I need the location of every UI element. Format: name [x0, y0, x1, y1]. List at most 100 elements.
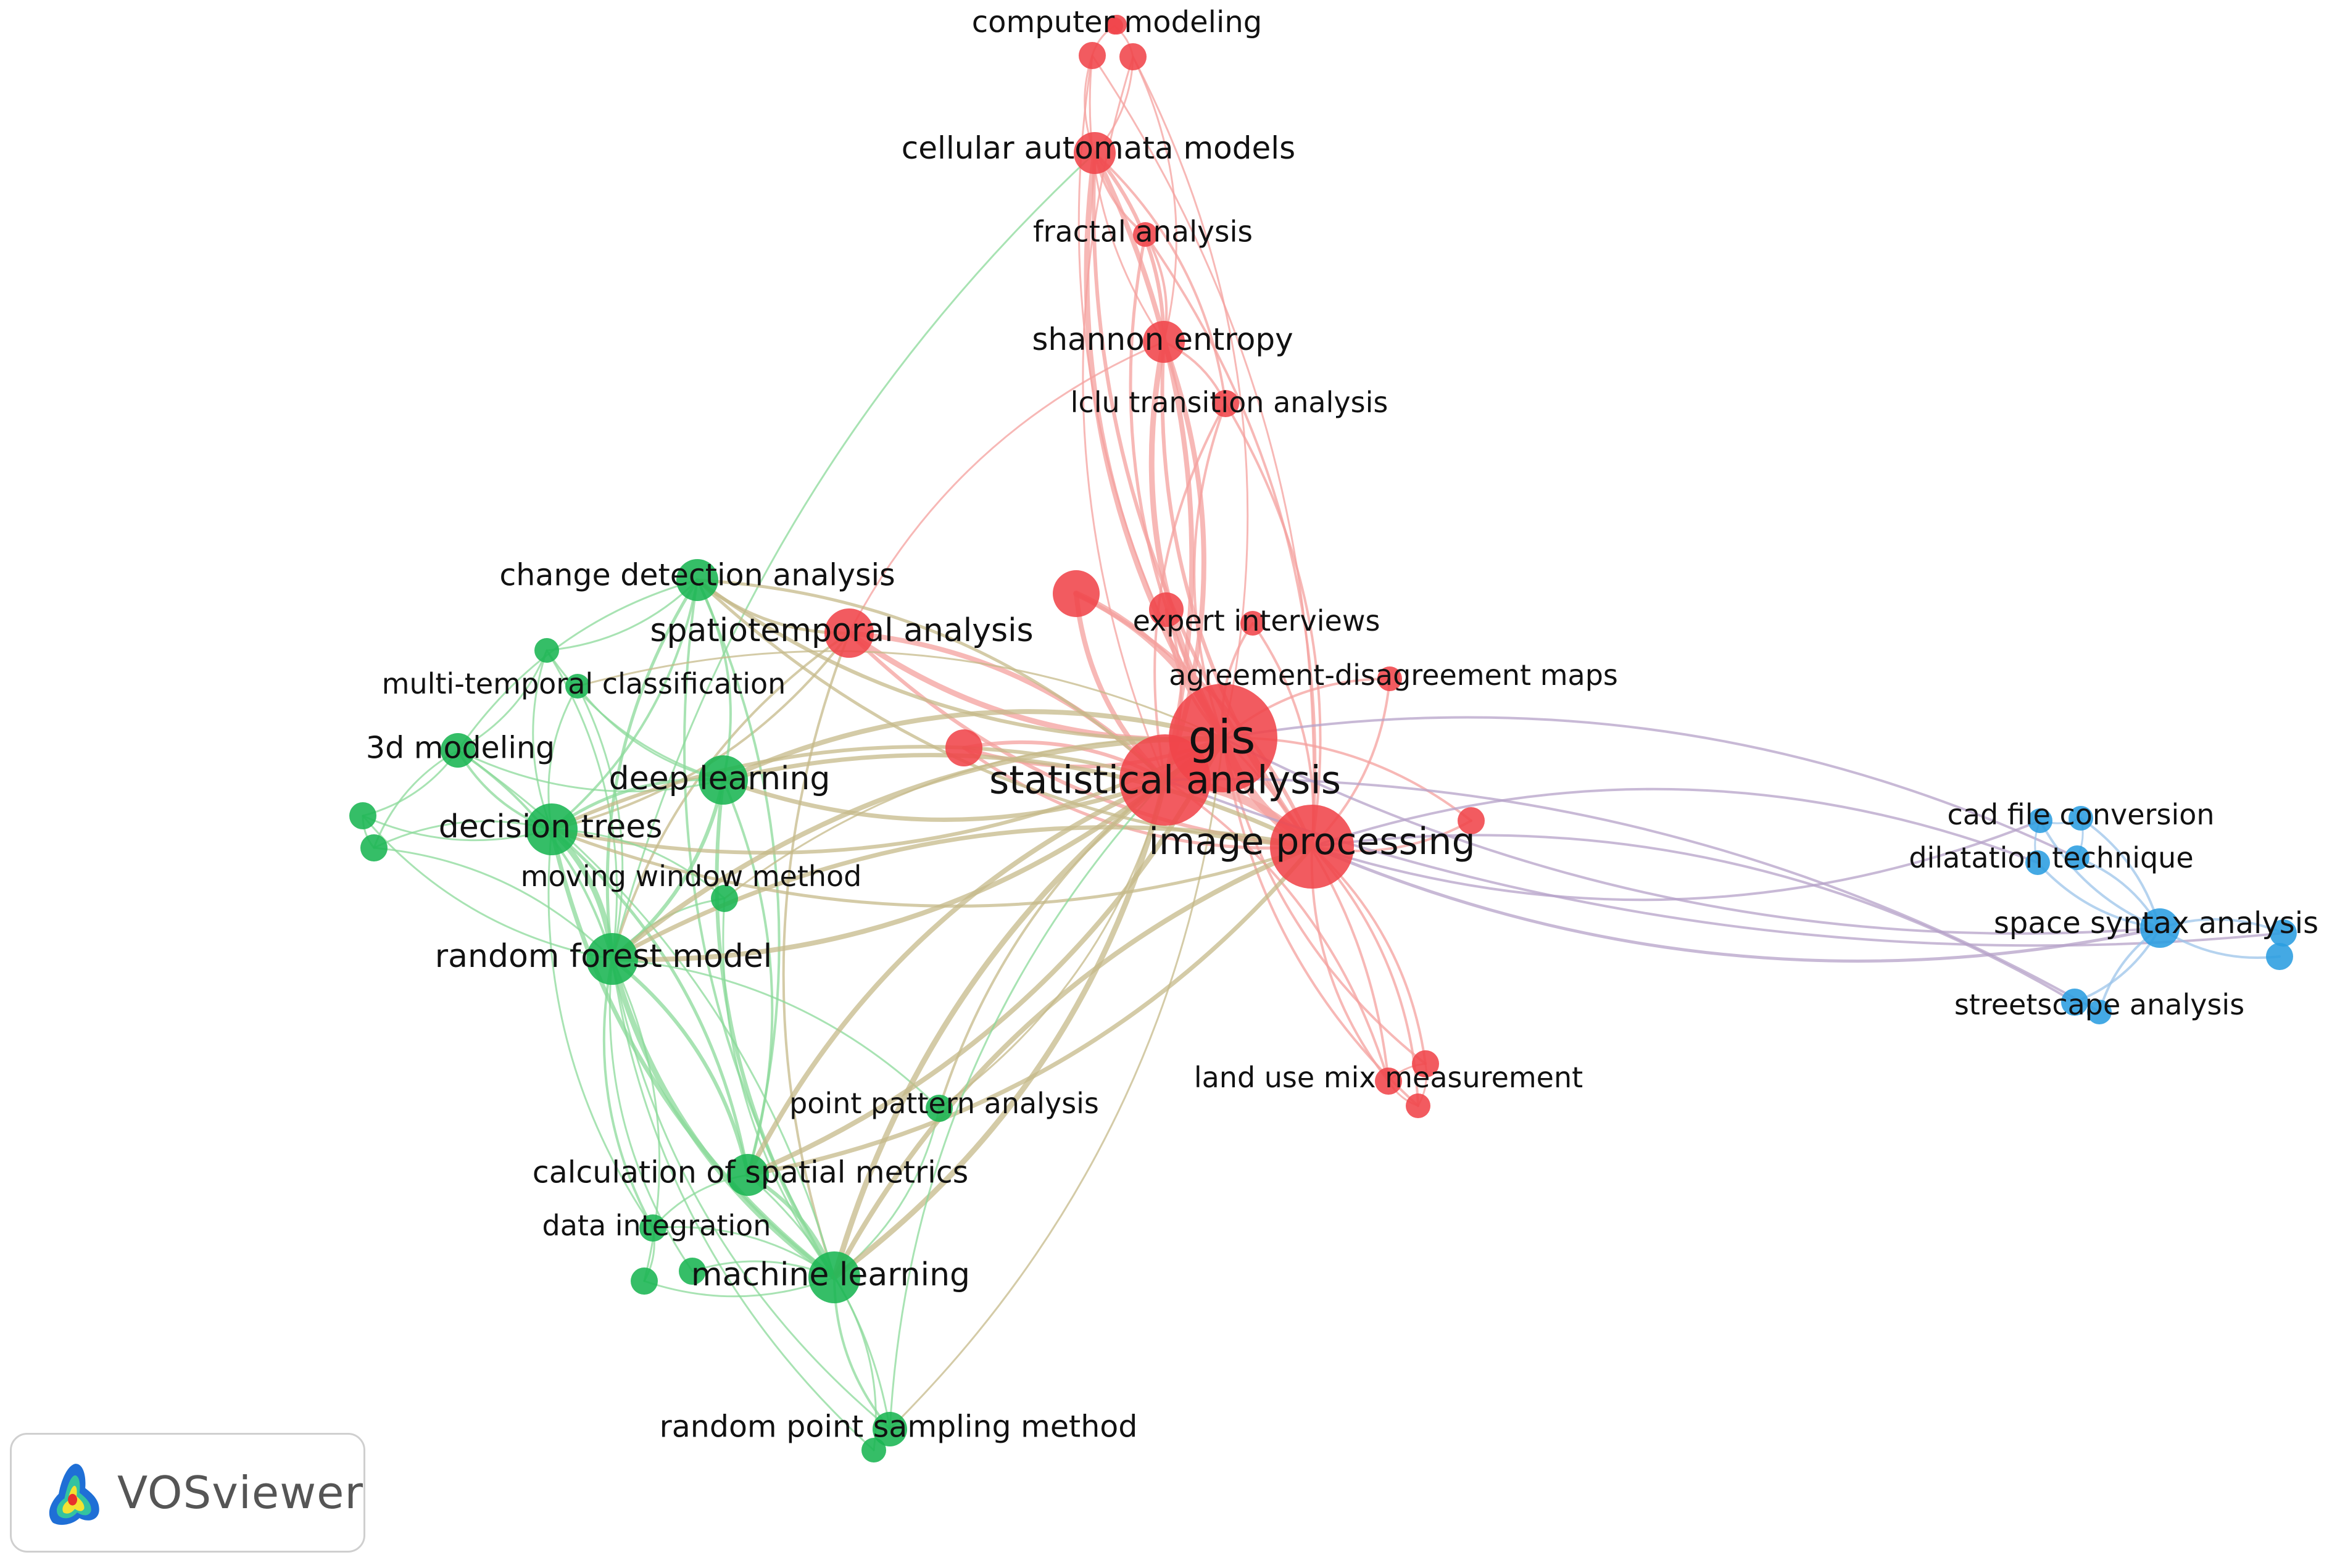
- node-shannon-entropy[interactable]: [1143, 321, 1185, 363]
- node-land-use-mix-measurement[interactable]: [1375, 1068, 1402, 1095]
- node-expert-interviews[interactable]: [1149, 592, 1184, 627]
- node-cm-a[interactable]: [1079, 42, 1106, 69]
- label-calculation-of-spatial-metrics[interactable]: calculation of spatial metrics: [533, 1155, 968, 1190]
- vosviewer-brand-label: VOSviewer: [117, 1467, 363, 1519]
- node-cm-c[interactable]: [1106, 17, 1123, 35]
- network-link: [715, 778, 836, 1279]
- network-link: [1222, 716, 2078, 859]
- node-streetscape-analysis[interactable]: [2061, 989, 2088, 1016]
- network-link: [611, 958, 875, 1451]
- node-lumm-b[interactable]: [1406, 1093, 1430, 1118]
- node-decision-trees[interactable]: [526, 803, 578, 855]
- node-cm-b[interactable]: [1119, 43, 1147, 70]
- node-statistical-analysis[interactable]: [1119, 734, 1211, 826]
- network-link: [1222, 737, 2161, 935]
- node-machine-learning[interactable]: [808, 1251, 860, 1303]
- network-link: [611, 958, 891, 1430]
- label-image-processing[interactable]: image processing: [1148, 820, 1475, 863]
- label-machine-learning[interactable]: machine learning: [691, 1256, 970, 1293]
- node-point-pattern-analysis[interactable]: [926, 1095, 953, 1122]
- label-statistical-analysis[interactable]: statistical analysis: [989, 758, 1341, 803]
- network-links: [362, 25, 2284, 1451]
- node-ei-b[interactable]: [1240, 611, 1265, 636]
- node-cfc-b[interactable]: [2069, 806, 2093, 831]
- label-random-forest-model[interactable]: random forest model: [435, 938, 772, 975]
- label-3d-modeling[interactable]: 3d modeling: [366, 731, 555, 766]
- network-link: [609, 956, 837, 1280]
- node-calculation-of-spatial-metrics[interactable]: [727, 1154, 769, 1196]
- label-cellular-automata-models[interactable]: cellular automata models: [902, 130, 1295, 166]
- network-link: [1089, 54, 1165, 343]
- node-random-forest-model[interactable]: [586, 933, 638, 985]
- label-shannon-entropy[interactable]: shannon entropy: [1032, 321, 1293, 357]
- node-green-unlabeled-5[interactable]: [679, 1258, 706, 1285]
- network-link: [610, 825, 1314, 961]
- network-link: [1092, 151, 1195, 782]
- label-cad-file-conversion[interactable]: cad file conversion: [1947, 798, 2214, 831]
- label-moving-window-method[interactable]: moving window method: [521, 860, 862, 893]
- node-green-unlabeled-6[interactable]: [861, 1438, 886, 1462]
- label-space-syntax-analysis[interactable]: space syntax analysis: [1994, 906, 2318, 940]
- label-fractal-analysis[interactable]: fractal analysis: [1033, 215, 1253, 249]
- node-blue-unlabeled-2[interactable]: [2266, 943, 2293, 970]
- label-streetscape-analysis[interactable]: streetscape analysis: [1954, 988, 2244, 1021]
- node-random-point-sampling-method[interactable]: [873, 1412, 907, 1446]
- node-dilatation-technique[interactable]: [2025, 850, 2050, 875]
- node-lumm-a[interactable]: [1412, 1050, 1439, 1077]
- node-green-unlabeled-3[interactable]: [360, 834, 388, 861]
- label-random-point-sampling-method[interactable]: random point sampling method: [660, 1409, 1138, 1445]
- network-link: [457, 649, 548, 752]
- node-agreement-disagreement-maps[interactable]: [1377, 666, 1402, 691]
- node-red-unlabeled-1[interactable]: [1053, 570, 1100, 617]
- node-image-processing[interactable]: [1270, 805, 1354, 889]
- node-green-unlabeled-4[interactable]: [631, 1267, 658, 1295]
- node-multi-temporal-classification[interactable]: [565, 674, 590, 699]
- network-link: [1164, 779, 1390, 1082]
- label-computer-modeling[interactable]: computer modeling: [972, 5, 1262, 39]
- network-link: [547, 828, 654, 1229]
- vosviewer-logo[interactable]: VOSviewer: [10, 1433, 365, 1553]
- label-decision-trees[interactable]: decision trees: [439, 808, 663, 845]
- node-moving-window-method[interactable]: [711, 885, 738, 912]
- label-dilatation-technique[interactable]: dilatation technique: [1909, 841, 2193, 874]
- label-spatiotemporal-analysis[interactable]: spatiotemporal analysis: [650, 612, 1033, 649]
- node-red-unlabeled-3[interactable]: [1458, 807, 1485, 834]
- label-gis[interactable]: gis: [1189, 710, 1256, 765]
- label-land-use-mix-measurement[interactable]: land use mix measurement: [1194, 1061, 1583, 1094]
- node-3d-modeling[interactable]: [441, 733, 475, 768]
- node-cellular-automata-models[interactable]: [1074, 132, 1116, 174]
- label-deep-learning[interactable]: deep learning: [609, 760, 831, 797]
- node-green-unlabeled-1[interactable]: [534, 638, 559, 663]
- node-fractal-analysis[interactable]: [1133, 222, 1158, 247]
- label-expert-interviews[interactable]: expert interviews: [1133, 604, 1380, 637]
- label-multi-temporal-classification[interactable]: multi-temporal classification: [382, 667, 786, 700]
- network-link: [1224, 402, 1322, 848]
- node-space-syntax-analysis[interactable]: [2140, 908, 2180, 948]
- network-link: [1222, 737, 1427, 1065]
- label-change-detection-analysis[interactable]: change detection analysis: [499, 558, 895, 593]
- network-link: [848, 341, 1165, 634]
- network-link: [610, 778, 1168, 962]
- node-deep-learning[interactable]: [699, 755, 748, 805]
- node-dt-b[interactable]: [2065, 845, 2089, 870]
- label-agreement-disagreement-maps[interactable]: agreement-disagreement maps: [1169, 658, 1618, 692]
- network-link: [605, 578, 699, 961]
- label-lclu-transition-analysis[interactable]: lclu transition analysis: [1071, 386, 1388, 419]
- network-link: [611, 152, 1096, 960]
- node-sa-b[interactable]: [2087, 1000, 2112, 1024]
- network-link: [1093, 152, 1227, 405]
- node-red-unlabeled-2[interactable]: [945, 729, 982, 766]
- network-link: [1132, 56, 1249, 739]
- network-link: [610, 957, 750, 1177]
- node-lclu-transition-analysis[interactable]: [1212, 390, 1239, 417]
- node-spatiotemporal-analysis[interactable]: [824, 608, 874, 658]
- node-change-detection-analysis[interactable]: [676, 559, 718, 601]
- network-link: [550, 632, 850, 831]
- label-point-pattern-analysis[interactable]: point pattern analysis: [789, 1087, 1099, 1120]
- node-green-unlabeled-2[interactable]: [349, 802, 376, 829]
- label-data-integration[interactable]: data integration: [542, 1209, 771, 1242]
- node-blue-unlabeled-1[interactable]: [2270, 919, 2297, 947]
- node-data-integration[interactable]: [639, 1214, 666, 1242]
- node-cad-file-conversion[interactable]: [2028, 808, 2052, 833]
